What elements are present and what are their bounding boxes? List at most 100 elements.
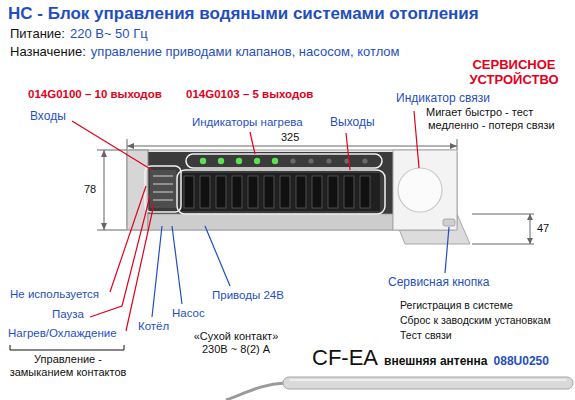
note-text: медленно - потеря связи (428, 119, 555, 132)
part-label: Выходы (330, 116, 375, 130)
input-terminal (153, 175, 173, 176)
leader-line (445, 227, 449, 273)
output-slot (328, 176, 338, 208)
note-text: Регистрация в системе (400, 299, 513, 311)
output-slot (200, 176, 210, 208)
part-label: Входы (30, 110, 66, 124)
spec-value: управление приводами клапанов, насосом, … (91, 45, 400, 60)
dimension-label: 78 (84, 183, 96, 196)
extension-line (97, 150, 127, 151)
service-note: СЕРВИСНОЕ УСТРОЙСТВО (462, 58, 566, 88)
input-terminal (153, 183, 173, 184)
product-code: CF-EA (312, 345, 378, 370)
spec-key: Назначение: (10, 45, 86, 60)
output-slot (184, 176, 194, 208)
leader-line (250, 132, 255, 154)
output-slot (296, 176, 306, 208)
arrowhead (127, 143, 134, 149)
extension-line (457, 139, 458, 150)
arrowhead (101, 223, 107, 230)
dimension-lines (97, 139, 534, 244)
antenna-highlight (290, 379, 566, 381)
dimension-label: 325 (281, 131, 299, 144)
note-text: Сброс к заводским установкам (400, 314, 551, 326)
output-slot (264, 176, 274, 208)
input-terminals (150, 170, 176, 208)
heating-led (236, 158, 242, 164)
leader-line (172, 226, 182, 304)
led-highlight-outline (186, 154, 382, 168)
model-number: 014G0100 – 10 выходов (28, 88, 162, 101)
output-slot (232, 176, 242, 208)
diagram-title: НС - Блок управления водяными системами … (8, 4, 479, 24)
leader-line (205, 226, 230, 286)
arrowhead (527, 214, 533, 220)
input-terminal (153, 191, 173, 192)
part-label: Индикатор связи (396, 92, 490, 106)
leader-line (346, 133, 350, 170)
spec-key: Питание: (10, 27, 65, 42)
note-text: Мигает быстро - тест (426, 106, 533, 119)
input-label: Пауза (52, 308, 84, 321)
antenna-cable (226, 383, 285, 400)
external-antenna (226, 377, 573, 400)
extension-line (472, 244, 534, 245)
input-label: Не используется (10, 288, 99, 301)
link-indicator (398, 168, 442, 212)
spec-value: 220 В~ 50 Гц (70, 27, 148, 42)
input-terminal (153, 199, 173, 200)
leader-line (152, 226, 162, 317)
housing-body (127, 150, 457, 230)
extension-line (127, 139, 128, 150)
dimension-line (127, 146, 457, 147)
antenna-body (283, 377, 573, 389)
housing-cover (393, 150, 457, 230)
output-label: Приводы 24В (212, 289, 284, 302)
output-slot (248, 176, 258, 208)
service-button (443, 219, 455, 226)
output-slot (280, 176, 290, 208)
dimension-label: 47 (537, 222, 549, 235)
output-slot (344, 176, 354, 208)
heating-led (272, 158, 278, 164)
model-number: 014G0103 – 5 выходов (186, 88, 313, 101)
dimension-line (104, 150, 105, 230)
leader-line (110, 186, 146, 292)
output-block (180, 173, 380, 211)
extension-line (472, 214, 534, 215)
arrowhead (450, 143, 457, 149)
heating-led (218, 158, 224, 164)
output-slot (312, 176, 322, 208)
order-number: 088U0250 (494, 355, 549, 369)
part-label: Сервисная кнопка (388, 276, 489, 290)
arrowhead (101, 150, 107, 157)
housing-panel (148, 152, 393, 214)
heating-led (308, 158, 313, 163)
output-slot (216, 176, 226, 208)
leader-line (414, 111, 419, 168)
product-name: внешняя антенна (384, 355, 488, 369)
extension-line (97, 230, 127, 231)
output-label: Насос (172, 307, 205, 320)
part-label: Индикаторы нагрева (192, 116, 303, 129)
output-label: Котёл (138, 320, 169, 333)
bracket (10, 345, 124, 350)
heating-led (254, 158, 260, 164)
note-text: «Сухой контакт» 230В ~ 8(2) А (180, 330, 292, 355)
note-text: Тест связи (400, 329, 452, 341)
leader-lines (72, 111, 449, 331)
heating-led (326, 158, 331, 163)
note-text: Управление - замыканием контактов (4, 353, 132, 378)
bottom-strip (148, 214, 393, 230)
input-label: Нагрев/Охлаждение (8, 327, 117, 340)
leader-line (72, 121, 152, 170)
output-highlight-outline (177, 170, 385, 214)
heating-led (290, 158, 295, 163)
leader-line (126, 204, 154, 331)
dimension-arrowheads (101, 143, 533, 244)
arrowhead (527, 238, 533, 244)
heating-led (200, 158, 206, 164)
heating-led (362, 158, 367, 163)
input-highlight-outline (145, 166, 181, 212)
